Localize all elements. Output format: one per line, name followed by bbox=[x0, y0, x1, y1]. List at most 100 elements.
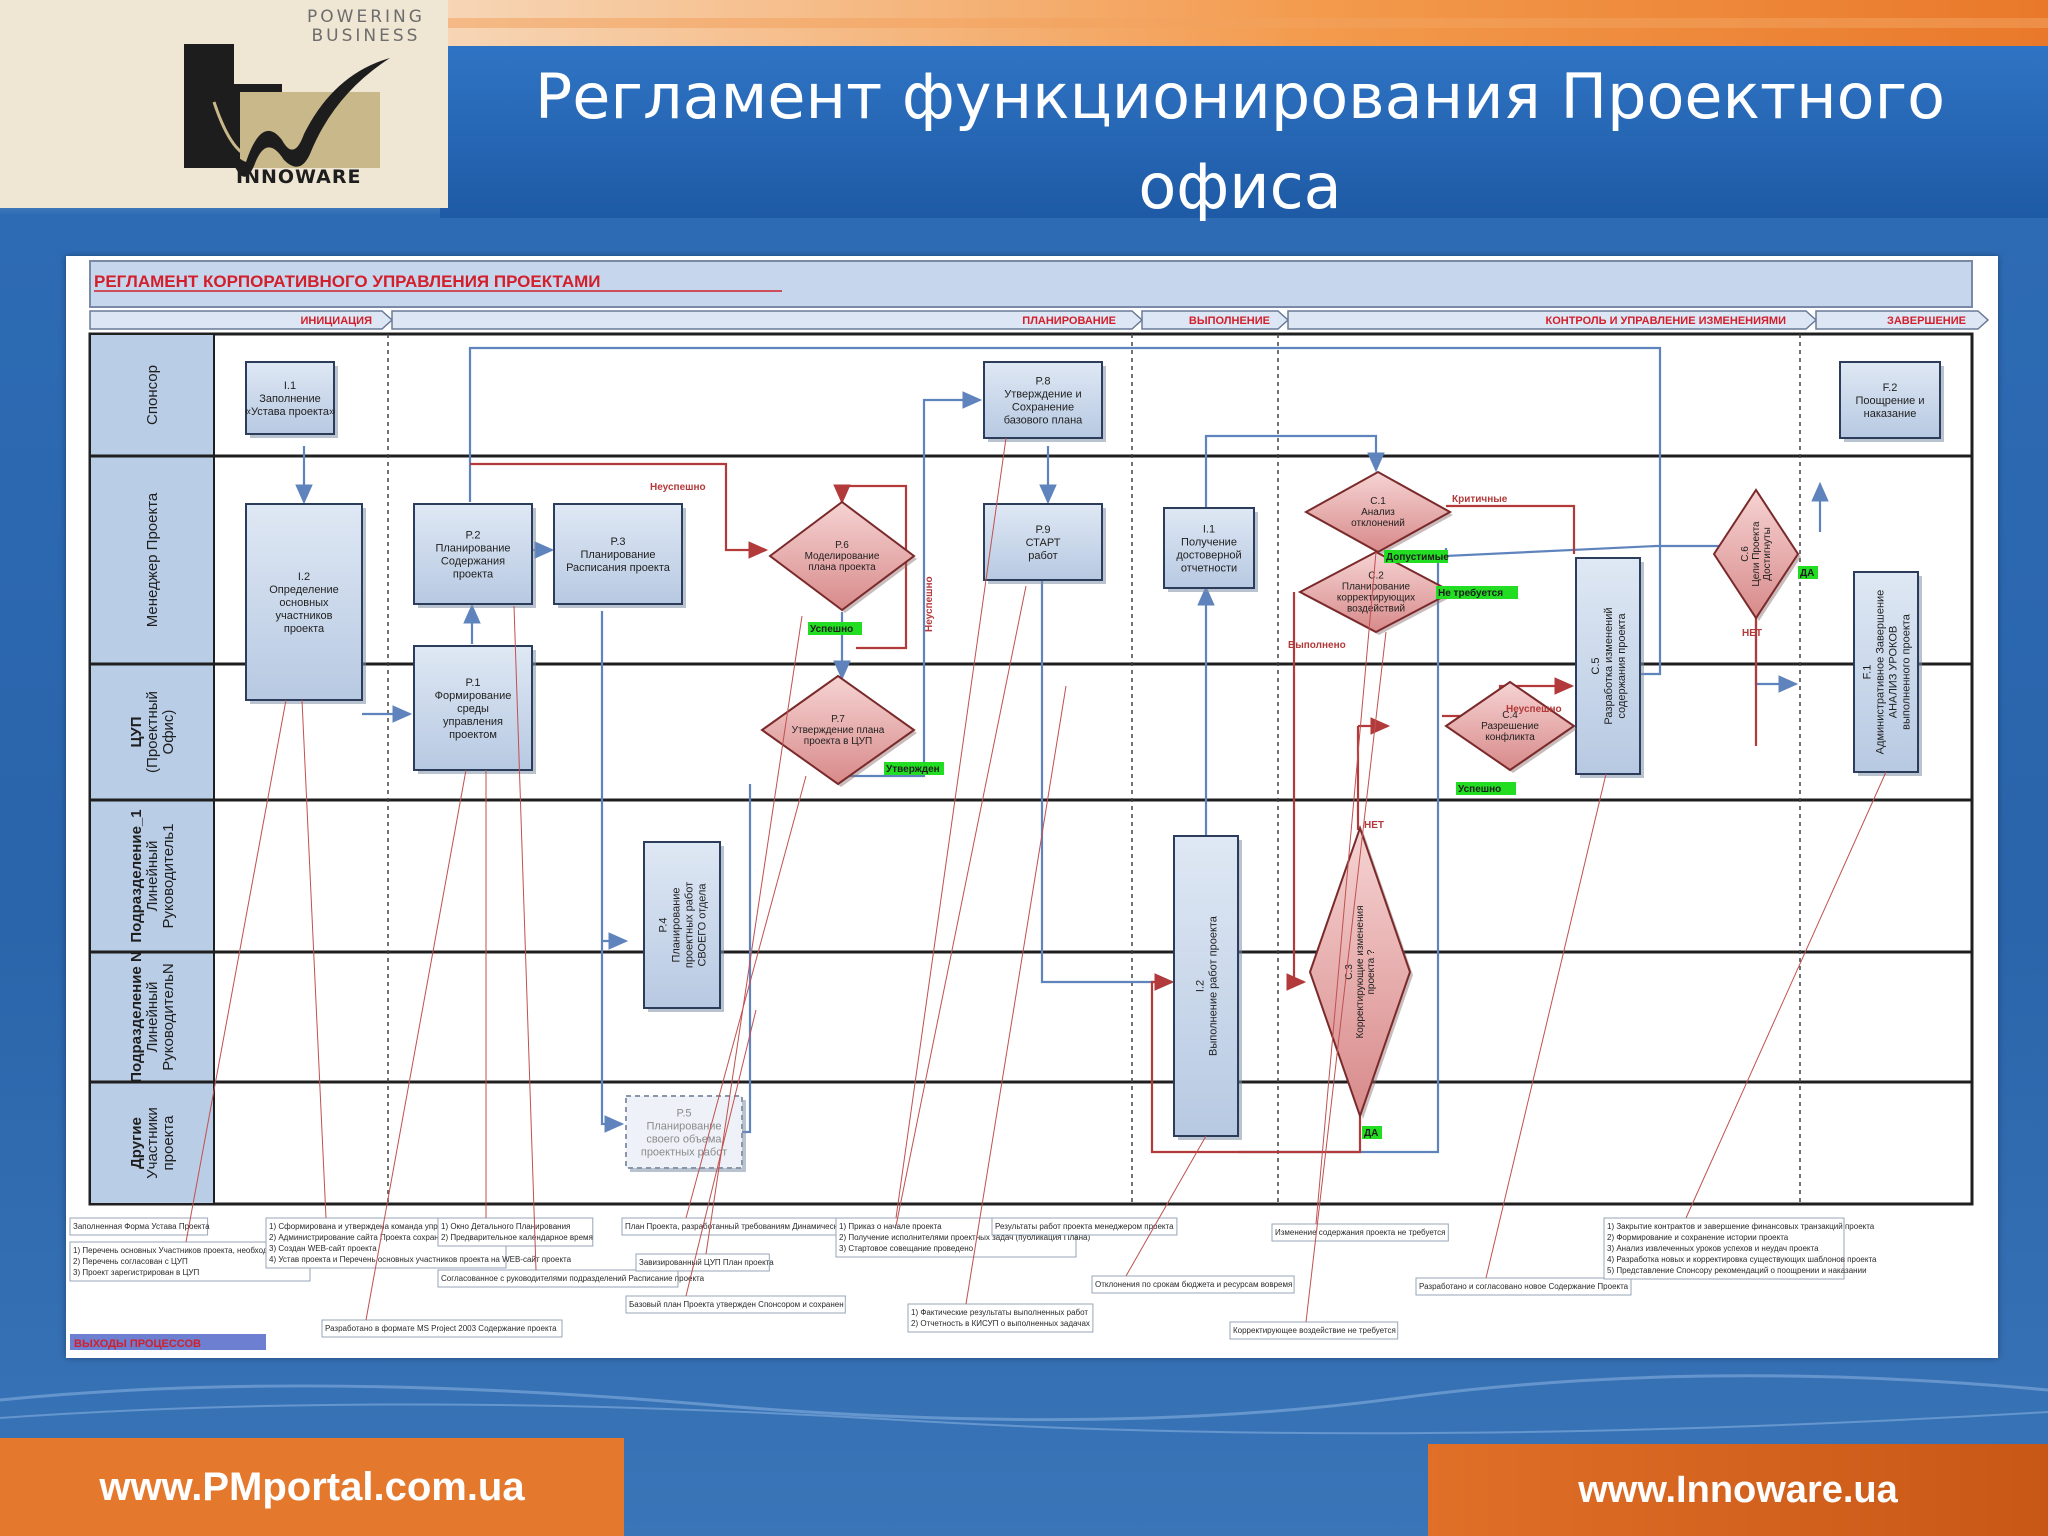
output-note bbox=[69, 1217, 209, 1236]
output-note bbox=[907, 1303, 1094, 1333]
process-box-f-2 bbox=[1839, 361, 1941, 439]
flow-arrow bbox=[600, 941, 625, 1133]
output-note-text: 1) Приказ о начале проекта bbox=[839, 1222, 942, 1231]
output-note-text: Разработано и согласовано новое Содержан… bbox=[1419, 1282, 1629, 1291]
flow-label-acceptable: Допустимые bbox=[1386, 552, 1449, 563]
flow-label-bg bbox=[1436, 586, 1518, 599]
footer-link-pmportal[interactable]: www.PMportal.com.ua bbox=[0, 1438, 624, 1536]
note-leader-line bbox=[1485, 773, 1607, 1279]
output-note-text: 3) Анализ извлеченных уроков успехов и н… bbox=[1607, 1244, 1819, 1253]
note-leader-line bbox=[895, 437, 1007, 1219]
lane-label: ДругиеУчастникипроекта bbox=[128, 1107, 177, 1179]
flow-arrow bbox=[1754, 616, 1799, 693]
process-box-label: P.4Планированиепроектных работСВОЕГО отд… bbox=[658, 882, 709, 968]
decision-c-6 bbox=[1712, 488, 1800, 620]
phase-bar bbox=[89, 310, 1990, 330]
output-note-text: 2) Формирование и сохранение истории про… bbox=[1607, 1233, 1789, 1242]
process-box-i-1b bbox=[1163, 507, 1255, 589]
output-note-text: 2) Отчетность в КИСУП о выполненных зада… bbox=[911, 1319, 1090, 1328]
logo-name: INNOWARE bbox=[236, 166, 362, 188]
flow-arrow bbox=[836, 391, 983, 778]
page-title-line1: Регламент функционирования Проектного bbox=[534, 60, 1946, 133]
process-box-i-2 bbox=[245, 503, 363, 701]
note-leader-line bbox=[185, 699, 287, 1243]
flow-label-bg bbox=[808, 622, 862, 635]
note-leader-line bbox=[301, 699, 327, 1219]
outputs-label: ВЫХОДЫ ПРОЦЕССОВ bbox=[74, 1338, 201, 1350]
output-note-text: Согласованное с руководителями подраздел… bbox=[441, 1274, 705, 1283]
output-note-text: 3) Стартовое совещание проведено bbox=[839, 1244, 974, 1253]
output-note-text: 2) Получение исполнителями проектных зад… bbox=[839, 1233, 1090, 1242]
output-note-text: 2) Перечень согласован с ЦУП bbox=[73, 1257, 188, 1266]
output-note bbox=[625, 1295, 846, 1314]
flow-label-bg bbox=[884, 762, 944, 775]
flow-label-success: Успешно bbox=[1458, 784, 1501, 795]
decision-label: C.3Корректирующие измененияпроекта ? bbox=[1344, 905, 1377, 1038]
output-note-text: Корректирующее воздействие не требуется bbox=[1233, 1326, 1396, 1335]
process-box-p-5 bbox=[625, 1095, 743, 1169]
output-note bbox=[437, 1217, 594, 1247]
output-note-text: Заполненная Форма Устава Проекта bbox=[73, 1222, 210, 1231]
footer-link-innoware[interactable]: www.Innoware.ua bbox=[1428, 1444, 2048, 1536]
output-note-text: 1) Окно Детального Планирования bbox=[441, 1222, 570, 1231]
output-note bbox=[635, 1253, 770, 1272]
phase-control-shape bbox=[1287, 310, 1818, 330]
flow-label-done: Выполнено bbox=[1288, 640, 1346, 651]
output-note bbox=[437, 1269, 679, 1288]
phase-label-closing: ЗАВЕРШЕНИЕ bbox=[1887, 315, 1966, 327]
diagram-panel: РЕГЛАМЕНТ КОРПОРАТИВНОГО УПРАВЛЕНИЯ ПРОЕ… bbox=[66, 256, 1998, 1358]
note-leader-line bbox=[513, 605, 537, 1271]
process-box-p-9 bbox=[983, 503, 1103, 581]
lane-header bbox=[89, 1081, 215, 1205]
flow-label-no: НЕТ bbox=[1742, 628, 1762, 639]
phase-label-control: КОНТРОЛЬ И УПРАВЛЕНИЕ ИЗМЕНЕНИЯМИ bbox=[1546, 315, 1787, 327]
phase-initiation-shape bbox=[89, 310, 394, 330]
note-leader-line bbox=[1315, 551, 1377, 1225]
output-note bbox=[991, 1217, 1178, 1236]
decision-label: C.6Цели ПроектаДостигнуты bbox=[1740, 521, 1773, 587]
process-box-p-4 bbox=[643, 841, 721, 1009]
flow-label-approved: Утвержден bbox=[886, 764, 940, 775]
process-box-i-1 bbox=[245, 361, 335, 435]
output-note-text: 4) Устав проекта и Перечень основных уча… bbox=[269, 1255, 572, 1264]
output-note-text: 3) Проект зарегистрирован в ЦУП bbox=[73, 1268, 200, 1277]
outputs-label-bg bbox=[70, 1334, 266, 1350]
background-wave bbox=[0, 1374, 2048, 1435]
output-note-text: 1) Фактические результаты выполненных ра… bbox=[911, 1308, 1088, 1317]
output-note-text: 4) Разработка новых и корректировка суще… bbox=[1607, 1255, 1877, 1264]
note-leader-line bbox=[895, 585, 1027, 1227]
output-note-text: 1) Сформирована и утверждена команда упр… bbox=[269, 1222, 506, 1231]
output-note-text: 2) Предварительное календарное время bbox=[441, 1233, 593, 1242]
note-leader-line bbox=[365, 769, 467, 1321]
phase-separators bbox=[387, 334, 1801, 1204]
flow-label-bg bbox=[1362, 1126, 1382, 1139]
output-note-text: 5) Представление Спонсору рекомендаций о… bbox=[1607, 1266, 1867, 1275]
flow-label-fail: Неуспешно bbox=[1506, 704, 1562, 715]
output-note-text: Базовый план Проекта утвержден Спонсором… bbox=[629, 1300, 844, 1309]
output-note-text: Отклонения по срокам бюджета и ресурсам … bbox=[1095, 1280, 1292, 1289]
flow-arrow-red bbox=[1286, 592, 1307, 991]
output-note-text: План Проекта, разработанный требованиям … bbox=[625, 1222, 876, 1231]
process-box-p-2 bbox=[413, 503, 533, 605]
process-box-p-1 bbox=[413, 645, 533, 771]
note-leader-line bbox=[685, 1009, 757, 1297]
decision-c-1 bbox=[1303, 470, 1453, 554]
note-leader-line bbox=[1125, 1135, 1207, 1277]
flow-arrow bbox=[1444, 544, 1756, 558]
output-note-text: 3) Создан WEB-сайт проекта bbox=[269, 1244, 377, 1253]
flow-arrow-red bbox=[833, 484, 908, 650]
lane-label: ЦУП(ПроектныйОфис) bbox=[128, 691, 177, 773]
logo: POWERING BUSINESS INNOWARE bbox=[0, 0, 448, 208]
logo-tagline-line2: BUSINESS bbox=[311, 26, 421, 46]
flow-label-yes: ДА bbox=[1800, 568, 1814, 579]
page-title-line2: офиса bbox=[1138, 150, 1342, 223]
